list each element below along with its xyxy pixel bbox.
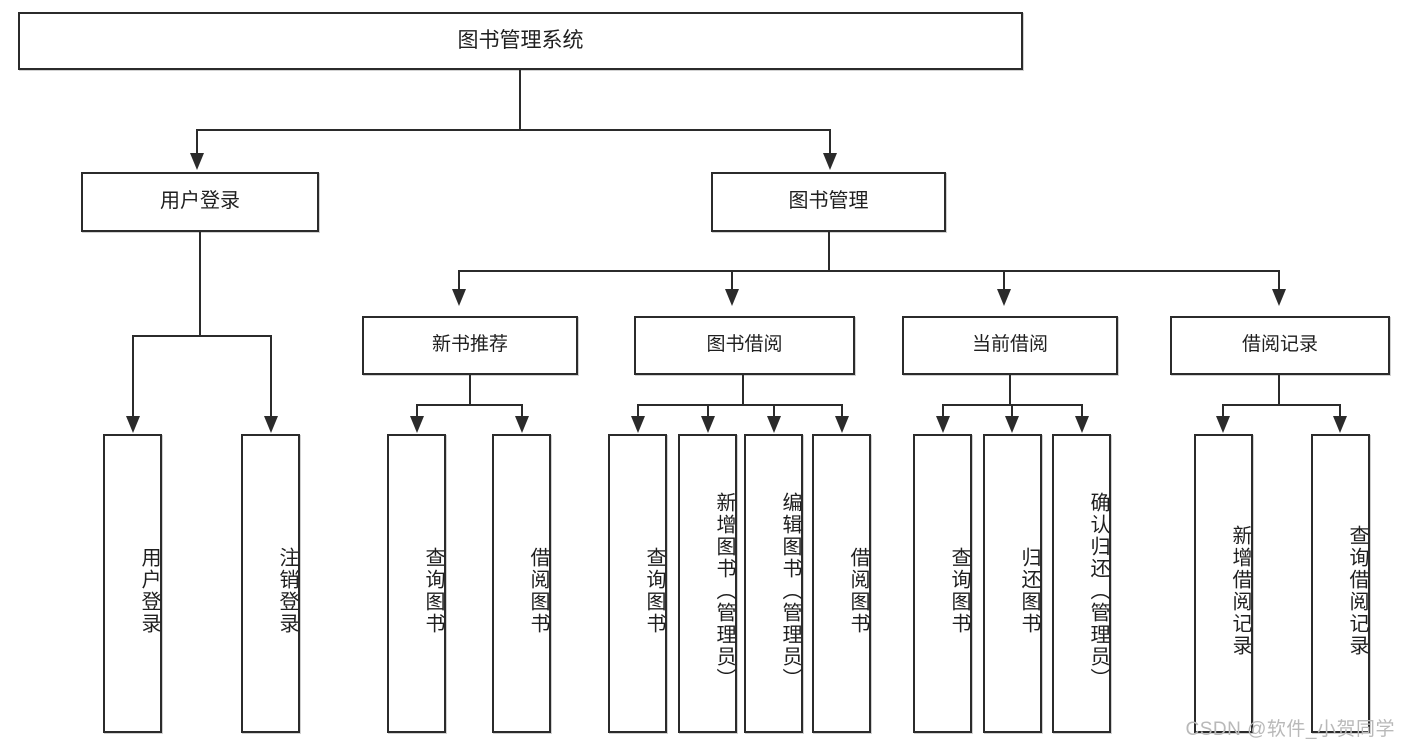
node-label: 借阅图书 xyxy=(527,546,549,635)
connector-nbr-drop-2 xyxy=(521,404,523,419)
node-book-management[interactable]: 图书管理 xyxy=(711,172,946,232)
connector-nbr-stem xyxy=(469,375,471,405)
arrow-to-leaf-borrow-book-1 xyxy=(515,416,529,433)
arrow-to-leaf-query-book-1 xyxy=(410,416,424,433)
connector-bm-drop-4 xyxy=(1278,270,1280,292)
node-label: 归还图书 xyxy=(1018,546,1040,635)
connector-book-management-stem xyxy=(828,232,830,271)
leaf-query-book-current[interactable]: 查询图书 xyxy=(913,434,972,733)
leaf-query-book-borrow[interactable]: 查询图书 xyxy=(608,434,667,733)
leaf-confirm-return[interactable]: 确认归还（管理员） xyxy=(1052,434,1111,733)
arrow-to-borrow-record xyxy=(1272,289,1286,306)
node-label: 查询图书 xyxy=(643,546,665,635)
arrow-to-leaf-confirm-return xyxy=(1075,416,1089,433)
node-label: 图书管理 xyxy=(788,190,869,213)
connector-root-bar xyxy=(196,129,831,131)
connector-cb-drop-1 xyxy=(942,404,944,419)
connector-bm-drop-3 xyxy=(1003,270,1005,292)
connector-bm-drop-1 xyxy=(458,270,460,292)
connector-br-drop-1 xyxy=(1222,404,1224,419)
leaf-user-login[interactable]: 用户登录 xyxy=(103,434,162,733)
connector-cb-drop-2 xyxy=(1011,404,1013,419)
node-label: 新增借阅记录 xyxy=(1229,524,1251,657)
connector-br-stem xyxy=(1278,375,1280,405)
arrow-to-leaf-query-book-3 xyxy=(936,416,950,433)
leaf-borrow-book-recommend[interactable]: 借阅图书 xyxy=(492,434,551,733)
node-label: 当前借阅 xyxy=(971,334,1048,356)
connector-user-login-stem xyxy=(199,232,201,336)
arrow-to-leaf-edit-book xyxy=(767,416,781,433)
arrow-to-leaf-query-borrow-record xyxy=(1333,416,1347,433)
connector-cb-stem xyxy=(1009,375,1011,405)
arrow-to-leaf-return-book xyxy=(1005,416,1019,433)
arrow-to-leaf-user-login xyxy=(126,416,140,433)
connector-root-drop-1 xyxy=(196,129,198,155)
connector-bb-drop-4 xyxy=(841,404,843,419)
connector-nbr-bar xyxy=(416,404,523,406)
connector-root-drop-2 xyxy=(829,129,831,155)
leaf-edit-book[interactable]: 编辑图书（管理员） xyxy=(744,434,803,733)
node-label: 注销登录 xyxy=(276,546,298,635)
node-label: 新书推荐 xyxy=(431,334,508,356)
node-label: 查询图书 xyxy=(422,546,444,635)
node-label: 图书借阅 xyxy=(706,334,783,356)
node-label: 编辑图书（管理员） xyxy=(779,491,801,690)
node-label: 新增图书（管理员） xyxy=(713,491,735,690)
connector-book-management-bar xyxy=(458,270,1280,272)
connector-cb-drop-3 xyxy=(1081,404,1083,419)
leaf-add-borrow-record[interactable]: 新增借阅记录 xyxy=(1194,434,1253,733)
node-label: 借阅图书 xyxy=(847,546,869,635)
arrow-to-book-management xyxy=(823,153,837,170)
node-label: 图书管理系统 xyxy=(457,28,584,52)
node-new-book-recommend[interactable]: 新书推荐 xyxy=(362,316,578,375)
connector-br-drop-2 xyxy=(1339,404,1341,419)
leaf-add-book[interactable]: 新增图书（管理员） xyxy=(678,434,737,733)
connector-bb-stem xyxy=(742,375,744,405)
node-label: 确认归还（管理员） xyxy=(1087,491,1109,690)
connector-root-stem xyxy=(519,70,521,130)
node-book-borrow[interactable]: 图书借阅 xyxy=(634,316,855,375)
connector-nbr-drop-1 xyxy=(416,404,418,419)
node-borrow-record[interactable]: 借阅记录 xyxy=(1170,316,1390,375)
arrow-to-leaf-borrow-book-2 xyxy=(835,416,849,433)
node-current-borrow[interactable]: 当前借阅 xyxy=(902,316,1118,375)
connector-bm-drop-2 xyxy=(731,270,733,292)
node-label: 查询图书 xyxy=(948,546,970,635)
leaf-logout[interactable]: 注销登录 xyxy=(241,434,300,733)
arrow-to-leaf-add-book xyxy=(701,416,715,433)
leaf-query-borrow-record[interactable]: 查询借阅记录 xyxy=(1311,434,1370,733)
leaf-return-book[interactable]: 归还图书 xyxy=(983,434,1042,733)
connector-bb-bar xyxy=(637,404,842,406)
node-label: 用户登录 xyxy=(160,190,240,213)
arrow-to-leaf-logout xyxy=(264,416,278,433)
csdn-watermark: CSDN @软件_小贺同学 xyxy=(1185,719,1395,740)
node-label: 查询借阅记录 xyxy=(1346,524,1368,657)
node-label: 借阅记录 xyxy=(1241,334,1318,356)
node-user-login[interactable]: 用户登录 xyxy=(81,172,319,232)
connector-bb-drop-3 xyxy=(773,404,775,419)
connector-bb-drop-2 xyxy=(707,404,709,419)
connector-bb-drop-1 xyxy=(637,404,639,419)
connector-user-login-bar xyxy=(132,335,271,337)
connector-user-login-drop-1 xyxy=(132,335,134,419)
arrow-to-user-login xyxy=(190,153,204,170)
arrow-to-leaf-add-borrow-record xyxy=(1216,416,1230,433)
connector-user-login-drop-2 xyxy=(270,335,272,419)
arrow-to-book-borrow xyxy=(725,289,739,306)
arrow-to-current-borrow xyxy=(997,289,1011,306)
leaf-query-book-recommend[interactable]: 查询图书 xyxy=(387,434,446,733)
arrow-to-new-book-recommend xyxy=(452,289,466,306)
arrow-to-leaf-query-book-2 xyxy=(631,416,645,433)
node-root-book-management-system[interactable]: 图书管理系统 xyxy=(18,12,1023,70)
leaf-borrow-book[interactable]: 借阅图书 xyxy=(812,434,871,733)
connector-br-bar xyxy=(1222,404,1341,406)
node-label: 用户登录 xyxy=(138,546,160,635)
